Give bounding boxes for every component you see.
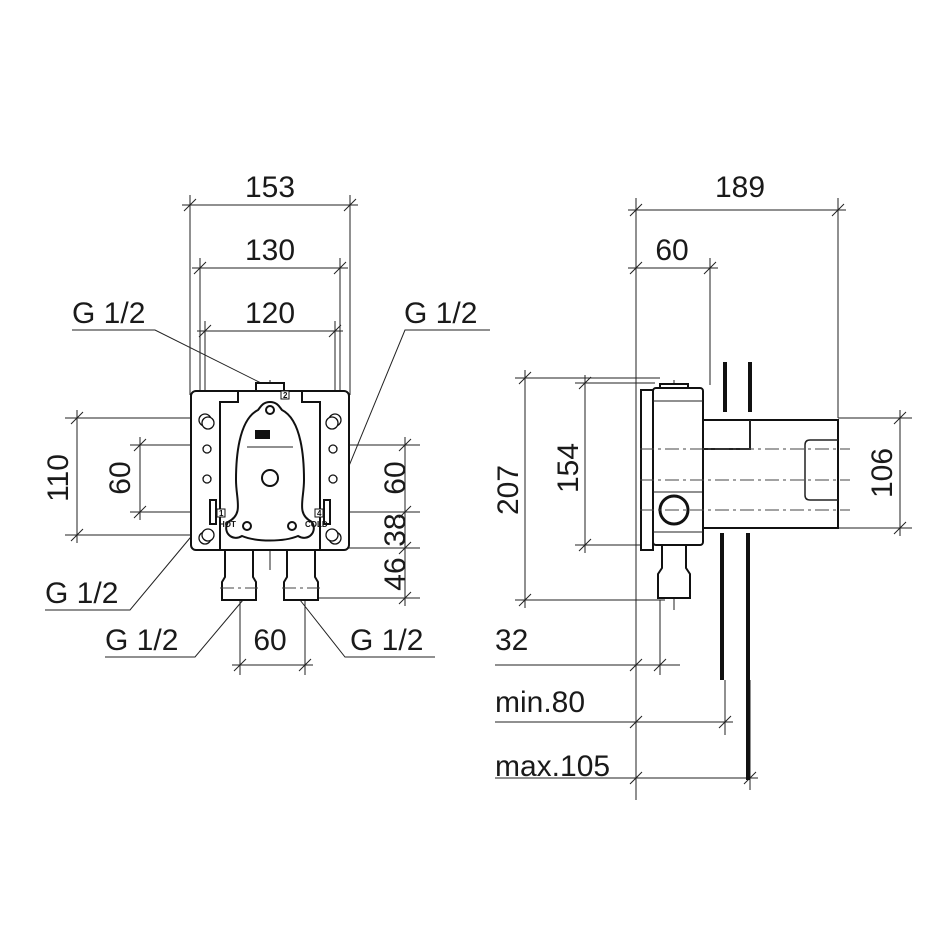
thread-bottom-right: G 1/2 [350, 624, 423, 657]
thread-top-right: G 1/2 [404, 297, 477, 330]
dim-154: 154 [552, 443, 585, 493]
dim-max-105: max.105 [495, 750, 610, 783]
dim-120: 120 [245, 297, 295, 330]
dimension-lines [70, 198, 412, 672]
wall-lines [720, 362, 752, 780]
side-view: 189 60 207 154 106 32 min.80 max.105 [492, 171, 912, 800]
thread-left: G 1/2 [45, 577, 118, 610]
hot-label: HOT [219, 520, 236, 529]
dim-32: 32 [495, 624, 528, 657]
port-label-4: 4 [317, 509, 322, 518]
dim-110: 110 [42, 454, 75, 502]
cold-label: COLD [305, 520, 328, 529]
dim-min-80: min.80 [495, 686, 585, 719]
port-label-1: 1 [219, 509, 224, 518]
brand-logo [255, 430, 270, 439]
dim-106: 106 [866, 448, 899, 498]
thread-top-left: G 1/2 [72, 297, 145, 330]
side-dimension-lines [495, 203, 907, 785]
port-label-2: 2 [283, 391, 288, 400]
dim-38: 38 [379, 513, 412, 546]
dim-60-bottom: 60 [253, 624, 286, 657]
dim-189: 189 [715, 171, 765, 204]
mixer-valve-front: 2 1 4 HOT COLD [190, 382, 350, 601]
dim-60-side: 60 [655, 234, 688, 267]
thread-bottom-left: G 1/2 [105, 624, 178, 657]
front-view: 2 1 4 HOT COLD 153 130 120 110 60 60 38 … [42, 171, 490, 675]
dim-130: 130 [245, 234, 295, 267]
dim-60-right: 60 [379, 461, 412, 494]
mixer-valve-side [640, 383, 850, 599]
leader-lines [45, 329, 490, 658]
dim-153: 153 [245, 171, 295, 204]
dim-207: 207 [492, 465, 525, 515]
dim-46: 46 [379, 557, 412, 590]
dim-60-left: 60 [104, 461, 137, 494]
